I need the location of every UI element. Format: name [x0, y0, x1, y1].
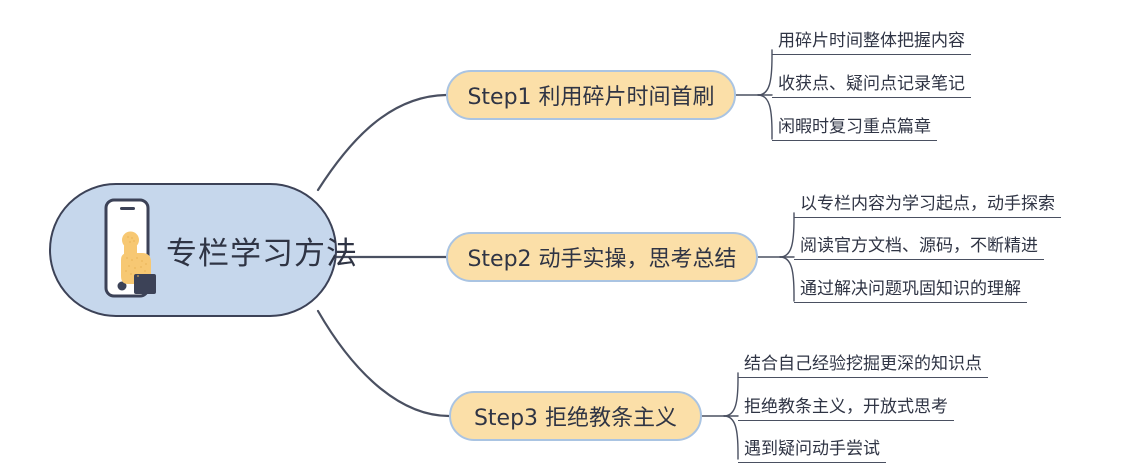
wire-step2-leaf1 — [779, 212, 795, 258]
branch-node-step3[interactable]: Step3 拒绝教条主义 — [449, 391, 702, 441]
leaf-item[interactable]: 闲暇时复习重点篇章 — [772, 112, 937, 141]
leaf-label: 遇到疑问动手尝试 — [744, 439, 880, 459]
leaf-item[interactable]: 遇到疑问动手尝试 — [738, 434, 886, 463]
wire-step3-leaf1 — [723, 372, 739, 417]
wire-root-to-step3 — [316, 309, 451, 418]
phone-tap-icon — [104, 198, 156, 302]
leaf-label: 用碎片时间整体把握内容 — [778, 31, 965, 51]
leaf-item[interactable]: 收获点、疑问点记录笔记 — [772, 69, 971, 98]
leaf-label: 收获点、疑问点记录笔记 — [778, 74, 965, 94]
root-node[interactable]: 专栏学习方法 — [49, 183, 357, 317]
wire-step1-leaf3 — [757, 94, 773, 140]
leaf-item[interactable]: 结合自己经验挖掘更深的知识点 — [738, 349, 988, 378]
leaf-label: 结合自己经验挖掘更深的知识点 — [744, 354, 982, 374]
wire-step2-leaf3 — [779, 256, 795, 302]
branch-node-step1[interactable]: Step1 利用碎片时间首刷 — [446, 70, 736, 120]
wire-step3-leaf3 — [723, 415, 739, 460]
leaf-label: 阅读官方文档、源码，不断精进 — [800, 236, 1038, 256]
branch-label-step3: Step3 拒绝教条主义 — [473, 406, 678, 431]
leaf-item[interactable]: 以专栏内容为学习起点，动手探索 — [794, 189, 1061, 218]
leaf-item[interactable]: 通过解决问题巩固知识的理解 — [794, 274, 1027, 303]
leaf-item[interactable]: 用碎片时间整体把握内容 — [772, 26, 971, 55]
root-label: 专栏学习方法 — [166, 235, 358, 272]
leaf-label: 以专栏内容为学习起点，动手探索 — [800, 194, 1055, 214]
wire-step1-leaf1 — [757, 49, 773, 96]
branch-node-step2[interactable]: Step2 动手实操，思考总结 — [446, 232, 758, 282]
leaf-label: 拒绝教条主义，开放式思考 — [744, 397, 948, 417]
leaf-label: 闲暇时复习重点篇章 — [778, 117, 931, 137]
wire-root-to-step1 — [316, 93, 448, 192]
leaf-item[interactable]: 拒绝教条主义，开放式思考 — [738, 392, 954, 421]
branch-label-step1: Step1 利用碎片时间首刷 — [467, 85, 715, 110]
branch-label-step2: Step2 动手实操，思考总结 — [467, 247, 737, 272]
leaf-label: 通过解决问题巩固知识的理解 — [800, 279, 1021, 299]
leaf-item[interactable]: 阅读官方文档、源码，不断精进 — [794, 231, 1044, 260]
